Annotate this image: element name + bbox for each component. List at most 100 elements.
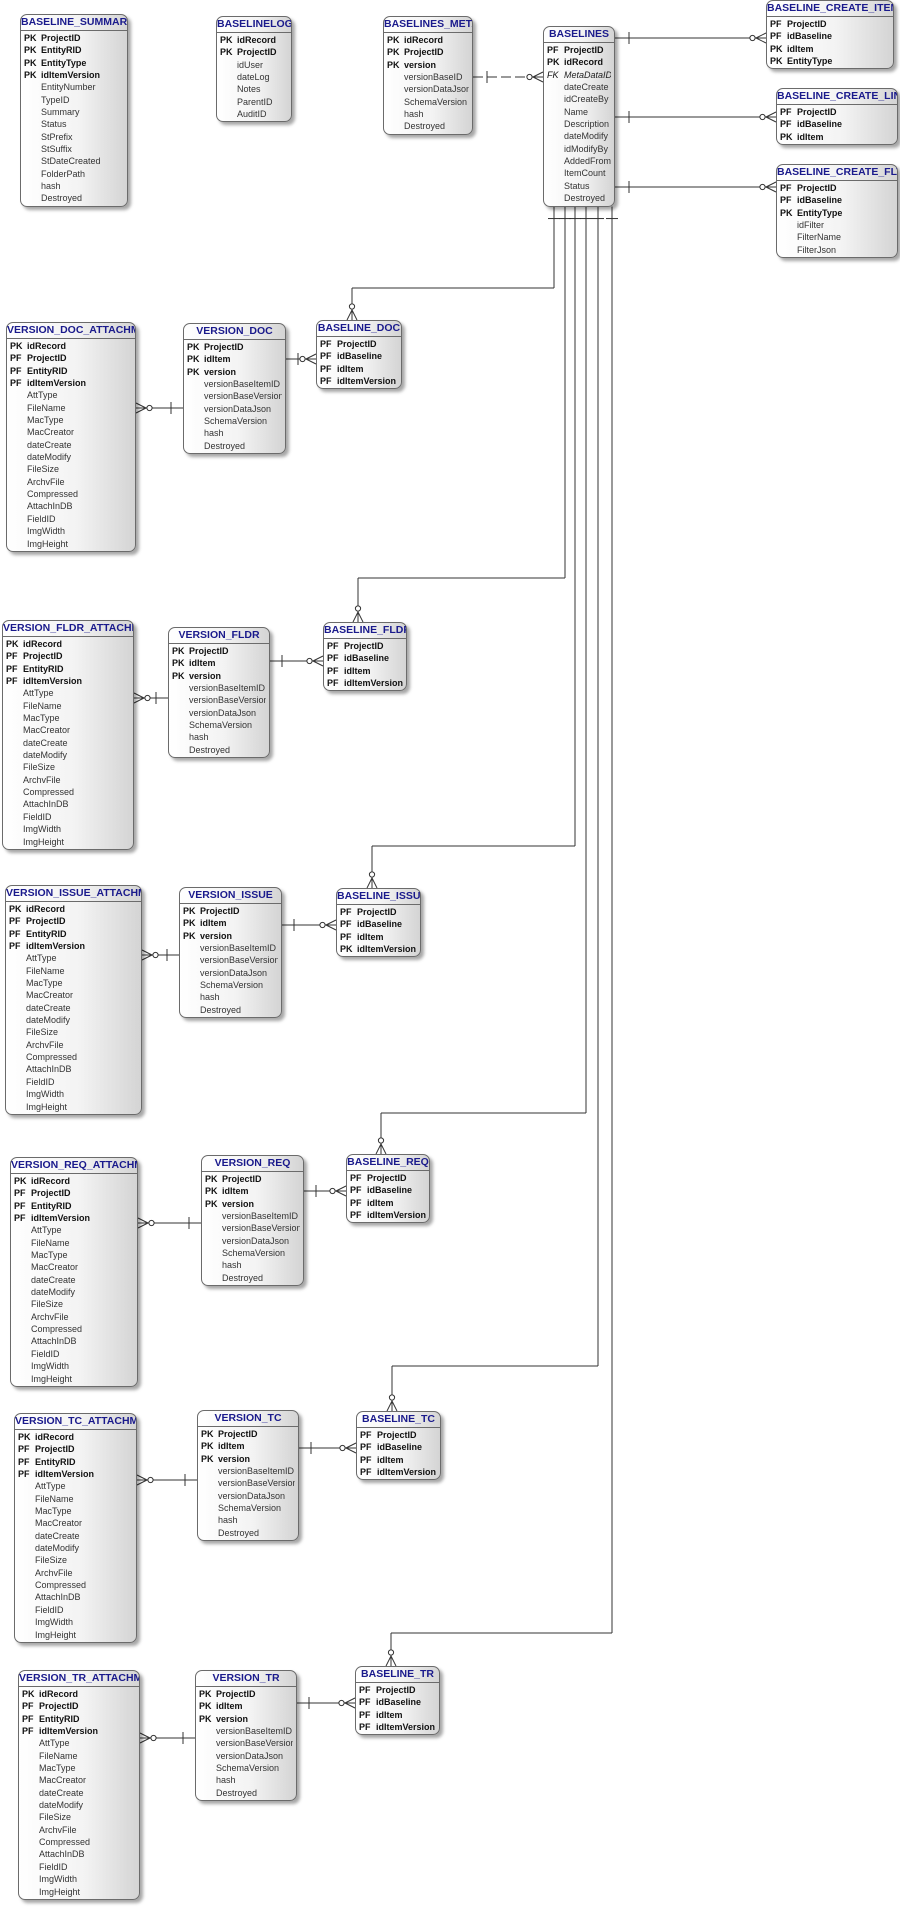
key-marker: PF	[10, 365, 22, 376]
attribute-name: version	[216, 1713, 249, 1724]
attribute-row: FieldID	[18, 1604, 133, 1616]
attribute-row: idFilter	[780, 219, 894, 231]
rel-version-req-to-version-req-attachmt-toe	[137, 1217, 149, 1224]
attribute-name: Destroyed	[200, 1004, 242, 1015]
attribute-name: ProjectID	[797, 107, 837, 117]
attribute-row: FileSize	[6, 761, 130, 773]
rel-version-tc-to-version-tc-attachmt-toe	[136, 1479, 148, 1486]
attribute-name: hash	[189, 732, 209, 743]
attribute-row: FieldID	[14, 1348, 134, 1360]
attribute-row: Destroyed	[24, 192, 124, 204]
rel-version-fldr-to-version-fldr-attachmt-toe	[133, 697, 145, 704]
attribute-name: EntityRID	[27, 365, 68, 376]
rel-baselines-to-baseline-issue-optional-circle	[368, 871, 376, 878]
attribute-row: FieldID	[9, 1076, 138, 1088]
attribute-name: FileName	[35, 1493, 74, 1504]
attribute-name: dateCreate	[31, 1274, 76, 1285]
rel-baselines-to-baseline-fldr-optional-circle	[354, 605, 362, 612]
rel-version-tc-to-version-tc-attachmt-toe	[136, 1474, 148, 1481]
attribute-name: dateCreate	[27, 439, 72, 450]
attribute-name: idRecord	[564, 57, 604, 68]
attribute-name: ArchvFile	[35, 1567, 73, 1578]
rel-version-issue-to-version-issue-attachmt-toe	[141, 954, 153, 961]
attribute-row: ImgWidth	[22, 1873, 136, 1885]
attribute-row: AddedFrom	[547, 155, 611, 167]
rel-baselines-to-baseline-create-items-toe	[755, 37, 767, 44]
attribute-name: SchemaVersion	[218, 1503, 282, 1514]
rel-version-tr-to-version-tr-attachmt-toe	[139, 1732, 151, 1739]
rel-baselines-to-baseline-create-fltr-toe	[765, 186, 777, 193]
attribute-row: Status	[547, 180, 611, 192]
attribute-name: MacType	[31, 1250, 68, 1261]
key-marker: PK	[22, 1689, 35, 1699]
attribute-name: Name	[564, 106, 589, 117]
attribute-row: dateModify	[14, 1286, 134, 1298]
attribute-name: ProjectID	[564, 45, 604, 55]
rel-version-doc-to-version-doc-attachmt-toe	[135, 402, 147, 409]
attribute-name: idItem	[787, 43, 814, 54]
entity-title: BASELINE_SUMMARY	[21, 15, 127, 31]
rel-baselines-to-baseline-fldr-toe	[352, 611, 359, 623]
attribute-row: ArchvFile	[14, 1311, 134, 1323]
attribute-name: Compressed	[26, 1052, 78, 1063]
rel-version-doc-to-baseline-doc-toe	[305, 353, 317, 360]
key-marker: PF	[10, 378, 22, 389]
attribute-row: versionBaseID	[387, 71, 469, 83]
attribute-name: ProjectID	[31, 1188, 71, 1199]
attribute-row: Description	[547, 118, 611, 130]
attribute-name: SchemaVersion	[204, 416, 268, 427]
key-marker: PF	[350, 1210, 362, 1221]
attribute-row: idModifyBy	[547, 143, 611, 155]
attribute-row: dateModify	[6, 749, 130, 761]
attribute-name: AttType	[31, 1225, 62, 1236]
attribute-row: FileName	[18, 1493, 133, 1505]
attribute-row: ArchvFile	[6, 774, 130, 786]
attribute-name: FileSize	[27, 464, 60, 475]
attribute-name: AttType	[26, 953, 57, 964]
attribute-row: dateModify	[9, 1014, 138, 1026]
attribute-name: ProjectID	[787, 19, 827, 29]
attribute-name: ProjectID	[39, 1701, 79, 1712]
key-marker: PF	[350, 1185, 362, 1196]
attribute-name: ImgWidth	[31, 1361, 70, 1372]
attribute-row: Notes	[220, 83, 288, 95]
attribute-row: versionDataJson	[183, 967, 278, 979]
key-marker: PK	[387, 59, 400, 70]
